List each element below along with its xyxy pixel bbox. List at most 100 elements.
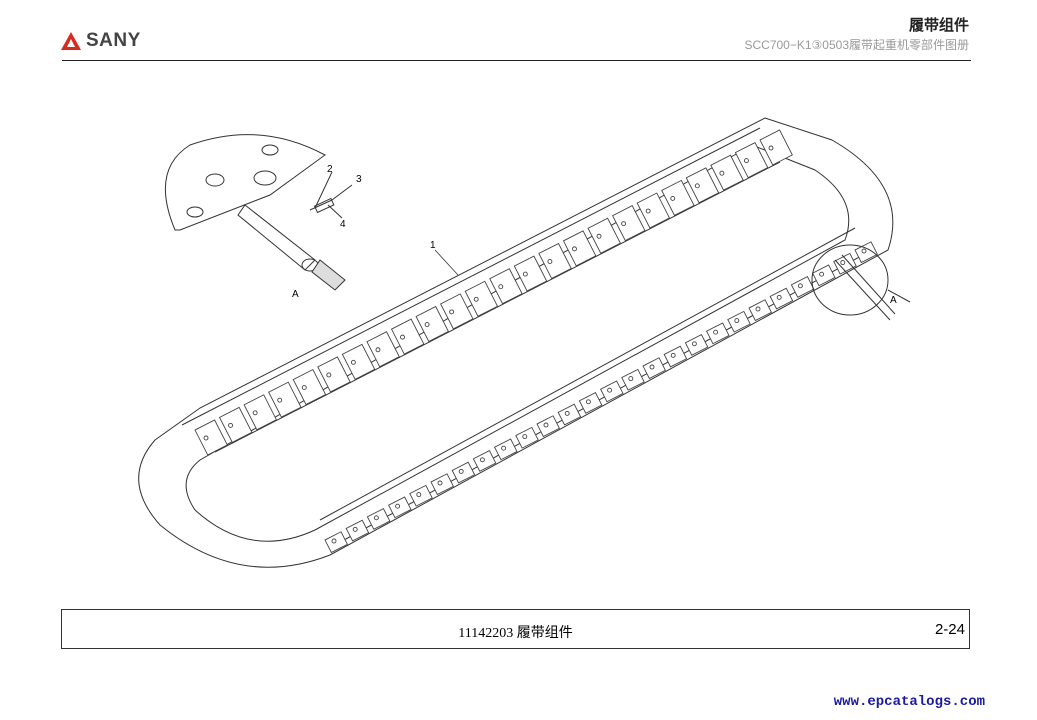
shoe-bolt [352, 526, 358, 532]
caption-box: 11142203 履带组件 2-24 [61, 609, 970, 649]
shoe-bolt [350, 359, 356, 365]
track-shoe [451, 461, 476, 484]
track-shoe [324, 531, 348, 554]
track-shoe [409, 484, 433, 507]
shoe-bolt [479, 457, 485, 463]
track-shoe [734, 142, 769, 179]
shoe-bolt [501, 445, 507, 451]
track-shoe [440, 293, 474, 330]
shoe-bolt [498, 284, 504, 290]
shoe-bolt [203, 435, 209, 441]
track-shoe [194, 419, 228, 456]
shoe-bolt [473, 296, 479, 302]
track-shoe [489, 268, 523, 305]
track-shoe [341, 343, 376, 380]
shoe-bolt [719, 170, 725, 176]
track-shoe [366, 331, 400, 368]
track-shoe [727, 310, 751, 333]
track-shoe [557, 403, 582, 426]
shoe-bolt [819, 271, 825, 277]
track-shoe [317, 356, 351, 393]
track-shoe [759, 129, 793, 166]
callout-2: 2 [327, 164, 333, 175]
shoe-bolt [840, 260, 846, 266]
track-shoe [685, 167, 720, 204]
shoe-bolt [458, 468, 464, 474]
header-divider [62, 60, 971, 61]
track-shoe [345, 519, 370, 542]
shoe-bolt [572, 246, 577, 252]
shoe-bolt [373, 515, 379, 521]
track-shoe [464, 280, 499, 317]
shoe-bolt [564, 410, 570, 416]
shoe-bolt [585, 399, 591, 405]
track-shoe [587, 217, 621, 254]
shoe-bolt [861, 248, 867, 254]
shoe-bolt [449, 309, 455, 315]
track-shoe [292, 368, 327, 406]
shoe-bolt [670, 352, 676, 358]
track-shoe [599, 380, 624, 403]
shoe-bolt [331, 538, 337, 544]
figure-caption: 11142203 履带组件 [458, 626, 573, 641]
page-title: 履带组件 [908, 17, 969, 34]
shoe-bolt [326, 372, 332, 378]
track-shoe [366, 508, 391, 530]
detail-label-right: A [890, 295, 897, 306]
track-shoe [415, 305, 450, 343]
track-shoe [854, 241, 878, 264]
track-shoe [684, 334, 709, 356]
track-shoe [218, 406, 253, 443]
callout-1: 1 [430, 240, 436, 251]
shoe-bolt [691, 341, 697, 347]
watermark-url: www.epcatalogs.com [833, 694, 985, 710]
shoe-bolt [522, 271, 528, 277]
track-shoe [769, 287, 794, 310]
track-shoe [562, 230, 597, 267]
shoe-bolt [645, 208, 651, 214]
shoe-bolt [301, 385, 307, 391]
shoe-bolt [734, 318, 740, 324]
track-shoe [811, 264, 836, 287]
track-shoe [536, 415, 560, 438]
track-shoe [268, 381, 302, 418]
shoe-bolt [797, 283, 803, 289]
track-shoe [661, 179, 695, 216]
detail-label-left: A [292, 289, 299, 300]
track-shoe [538, 242, 572, 280]
shoe-bolt [743, 158, 749, 164]
track-shoe [430, 473, 454, 496]
shoe-bolt [277, 397, 283, 403]
track-shoe [515, 426, 539, 449]
track-shoe [243, 394, 278, 431]
shoe-bolt [437, 480, 443, 486]
track-shoe [663, 345, 688, 368]
shoe-bolt [694, 183, 700, 189]
shoe-bolt [649, 364, 655, 370]
shoe-bolt [543, 422, 549, 428]
shoe-bolt [228, 422, 234, 428]
shoe-bolt [416, 492, 422, 498]
track-shoe [493, 438, 518, 461]
brand-name: SANY [86, 30, 141, 51]
shoe-bolt [547, 259, 553, 264]
shoe-bolt [596, 233, 602, 239]
shoe-bolt [252, 410, 258, 416]
sany-logo: SANY [60, 30, 141, 52]
shoe-bolt [621, 221, 627, 227]
track-shoe [390, 318, 425, 355]
shoe-bolt [375, 347, 381, 353]
track-shoe [833, 252, 857, 275]
track-shoe [710, 154, 744, 191]
shoe-bolt [400, 334, 405, 340]
shoe-bolt [395, 503, 401, 509]
sany-triangle-icon [61, 32, 81, 50]
track-shoe [387, 496, 412, 519]
shoe-bolt [628, 376, 634, 382]
shoe-bolt [713, 329, 719, 335]
shoe-bolt [670, 195, 676, 201]
page-subtitle: SCC700−K1③0503履带起重机零部件图册 [744, 38, 970, 52]
callout-4: 4 [340, 219, 346, 230]
track-shoe [472, 450, 497, 472]
track-shoe [578, 392, 603, 414]
